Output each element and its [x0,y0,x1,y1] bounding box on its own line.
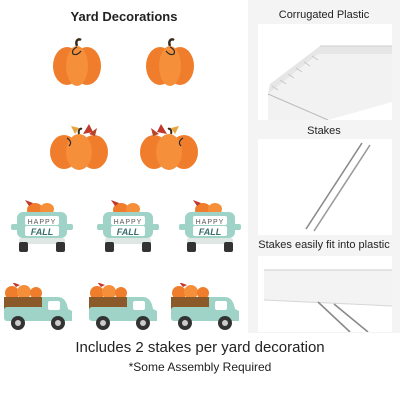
pumpkin-with-leaves-icon [140,124,198,170]
happy-fall-truck-icon: HAPPY FALL [11,200,73,252]
corrugated-plastic-label: Corrugated Plastic [278,9,370,21]
stakes-included-note: Includes 2 stakes per yard decoration [75,339,325,356]
stakes-label: Stakes [307,125,341,137]
pumpkin-truck-icon [171,283,239,330]
pumpkin-icon [146,38,194,86]
happy-fall-truck-icon: HAPPY FALL [97,200,159,252]
pumpkin-truck-icon [4,283,72,330]
pumpkin-truck-icon [89,283,157,330]
stakes-image [258,139,392,235]
truck-happy-text: HAPPY [196,219,225,226]
truck-fall-text: FALL [31,227,54,237]
truck-happy-text: HAPPY [114,219,143,226]
corrugated-plastic-image [258,24,392,120]
pumpkin-icon [53,38,101,86]
truck-fall-text: FALL [199,227,222,237]
assembly-note: *Some Assembly Required [128,360,272,374]
stakes-fit-image [258,256,392,332]
stakes-fit-label: Stakes easily fit into plastic [258,239,390,251]
pumpkin-with-leaves-icon [50,124,108,170]
decorations-panel [0,0,248,333]
happy-fall-truck-icon: HAPPY FALL [179,200,241,252]
truck-fall-text: FALL [117,227,140,237]
truck-happy-text: HAPPY [28,219,57,226]
decorations-title: Yard Decorations [70,9,178,24]
